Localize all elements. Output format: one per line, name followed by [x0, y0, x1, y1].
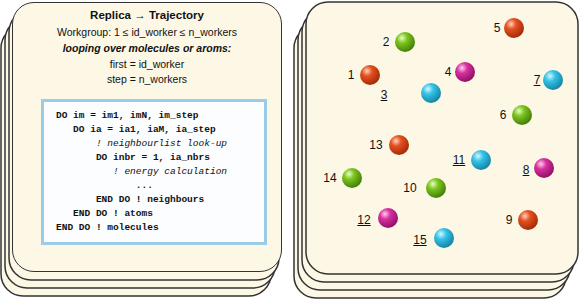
code-line: DO im = im1, imN, im_step [56, 109, 254, 123]
callout-number: 8 [514, 162, 538, 178]
callout-number: 7 [525, 72, 549, 88]
callout-number: 13 [364, 137, 388, 153]
callout-number: 12 [352, 212, 376, 228]
callout-number: 14 [318, 170, 342, 186]
panel-title: Replica → Trajectory [13, 8, 281, 22]
callout-number: 10 [398, 180, 422, 196]
code-line: ! neighbourlist look-up [56, 137, 254, 151]
callout-number: 3 [372, 87, 396, 103]
callout-number: 15 [408, 232, 432, 248]
callout-number: 5 [485, 20, 509, 36]
code-line: ! energy calculation [56, 165, 254, 179]
callout-number: 2 [374, 34, 398, 50]
code-line: DO inbr = 1, ia_nbrs [56, 151, 254, 165]
code-line: END DO ! neighbours [56, 193, 254, 207]
panel-text: step = n_workers [13, 72, 281, 86]
panel-text: Workgroup: 1 ≤ id_worker ≤ n_workers [13, 25, 281, 39]
callout-number: 6 [491, 107, 515, 123]
stacked-panels [1, 2, 578, 298]
code-line: ... [56, 179, 254, 193]
code-line: END DO ! molecules [56, 221, 254, 235]
code-box: DO im = im1, imN, im_step DO ia = ia1, i… [41, 99, 267, 245]
callout-number: 11 [447, 152, 471, 168]
panel-text: looping over molecules or aroms: [13, 41, 281, 55]
code-line: DO ia = ia1, iaM, ia_step [56, 123, 254, 137]
panel-text: first = id_worker [13, 57, 281, 71]
code-line: END DO ! atoms [56, 207, 254, 221]
callout-number: 4 [436, 64, 460, 80]
replica-panel: Replica → TrajectoryWorkgroup: 1 ≤ id_wo… [12, 2, 282, 272]
callout-number: 1 [339, 67, 363, 83]
callout-number: 9 [497, 212, 521, 228]
molecule-balls [342, 18, 563, 248]
